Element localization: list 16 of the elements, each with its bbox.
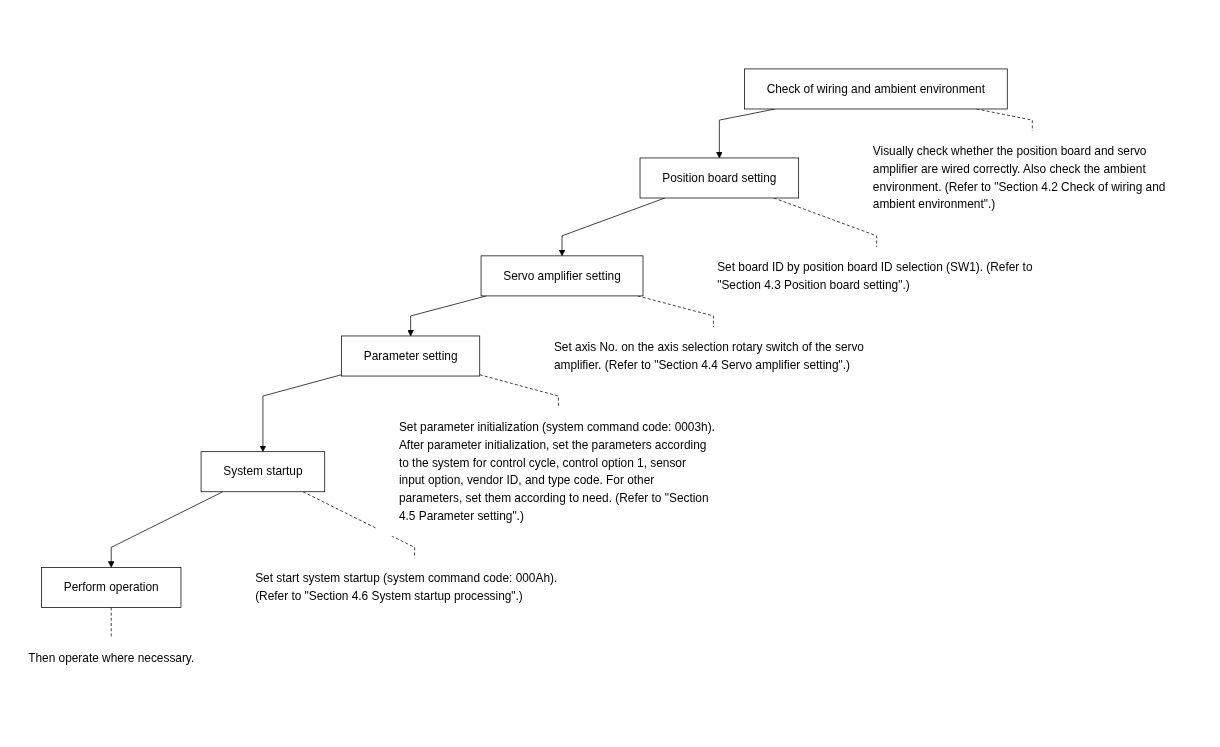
connector xyxy=(479,374,559,408)
node-box: Check of wiring and ambient environment xyxy=(744,68,1008,110)
node-text: Visually check whether the position board and servo amplifier are wired correctly. Also check the ambient environment. (Refer to "Section 4.2 Check of wiring and ambient environment".) xyxy=(872,144,1166,211)
node-text: Set axis No. on the axis selection rotary switch of the servo amplifier. (Refer to "Section 4.4 Servo amplifier setting".) xyxy=(553,340,864,371)
node-text: Set board ID by position board ID selection (SW1). (Refer to "Section 4.3 Position board setting".) xyxy=(717,260,1033,291)
connector xyxy=(773,197,877,247)
node-box: Perform operation xyxy=(41,566,182,608)
node-text: Then operate where necessary. xyxy=(28,651,195,665)
node-text: Set start system startup (system command code: 000Ah). (Refer to "Section 4.6 System startup processing".) xyxy=(255,571,558,602)
node-box: Parameter setting xyxy=(341,335,481,377)
node-box: System startup xyxy=(200,451,326,492)
node-box: Servo amplifier setting xyxy=(480,255,644,296)
connector xyxy=(302,491,415,559)
node-text: Set parameter initialization (system command code: 0003h). After parameter initialization, set the parameters according to the system for control cycle, control option 1, sensor input option, vendor ID, and type code. For other parameters, set them according to need. (Refer to "Section 4.5 Parameter setting".) xyxy=(398,420,715,522)
node-box: Position board setting xyxy=(639,157,800,199)
connector xyxy=(110,606,112,639)
